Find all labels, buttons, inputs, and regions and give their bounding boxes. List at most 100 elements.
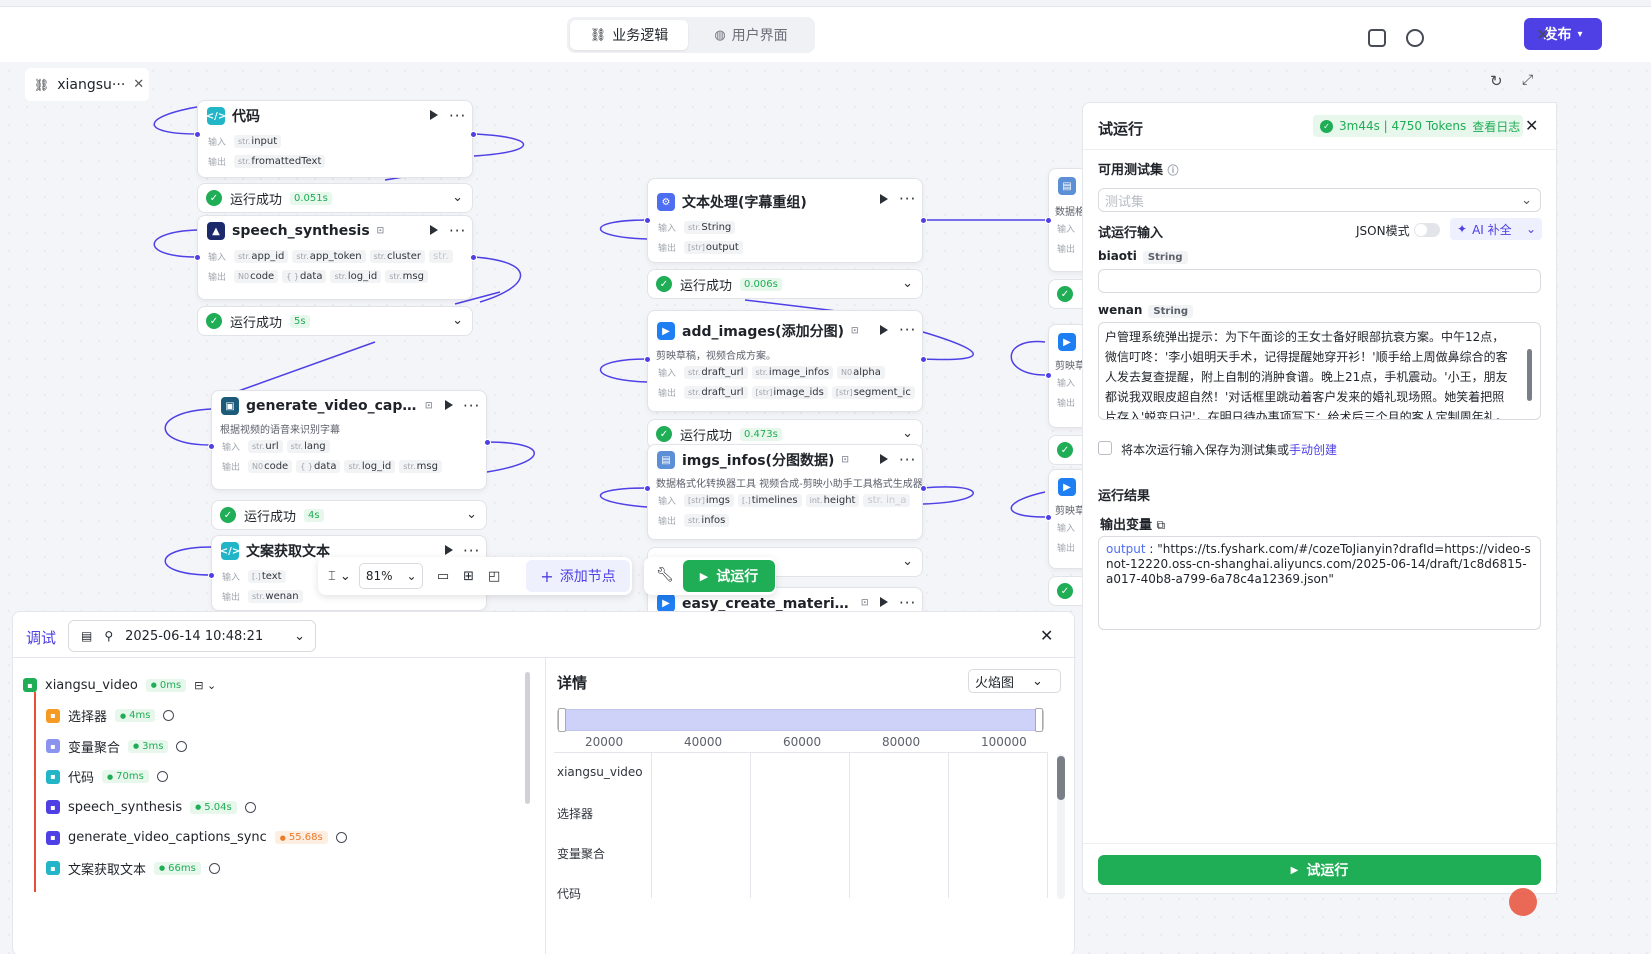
chevron-down-icon[interactable]: ⌄	[902, 426, 913, 441]
node-port[interactable]	[470, 254, 477, 261]
locate-icon[interactable]	[244, 801, 256, 813]
panel-test-run-button[interactable]: ▶试运行	[1098, 855, 1541, 885]
minimap-icon[interactable]: ◰	[488, 568, 501, 584]
node-port[interactable]	[470, 131, 477, 138]
more-icon[interactable]: ···	[899, 321, 917, 339]
node-generate-video-captions[interactable]: ▣generate_video_captions_s···⊡ ··· 根据视频的…	[211, 390, 487, 490]
node-port[interactable]	[644, 217, 651, 224]
node-port[interactable]	[920, 485, 927, 492]
chevron-down-icon[interactable]: ⌄	[902, 554, 913, 569]
node-port[interactable]	[194, 131, 201, 138]
play-icon[interactable]	[880, 454, 888, 464]
close-icon[interactable]: ✕	[1040, 626, 1054, 645]
tab-user-interface[interactable]: ◍ 用户界面	[692, 20, 810, 50]
range-handle-right[interactable]	[1035, 708, 1043, 732]
publish-button[interactable]: 发布 ▾	[1524, 18, 1602, 50]
run-status-partial[interactable]: ✓	[1048, 435, 1088, 465]
locate-icon[interactable]	[208, 862, 220, 874]
play-icon[interactable]	[880, 325, 888, 335]
close-icon[interactable]: ✕	[1525, 116, 1539, 135]
chevron-down-icon[interactable]: ⌄	[466, 507, 477, 522]
view-log-link[interactable]: 查看日志	[1472, 119, 1521, 134]
archive-icon[interactable]	[1368, 29, 1386, 47]
filter-icon[interactable]: ⚲	[104, 629, 114, 643]
more-icon[interactable]: ···	[449, 222, 467, 240]
wrench-icon[interactable]: 🔧︎	[656, 567, 674, 583]
trace-tree-row[interactable]: ▪speech_synthesis●5.04s	[46, 795, 256, 819]
biaoti-input[interactable]	[1098, 269, 1541, 293]
layout-icon[interactable]: ⊞	[463, 568, 475, 584]
more-icon[interactable]: ···	[463, 397, 481, 415]
run-status-partial[interactable]: ✓	[1048, 279, 1088, 309]
zoom-select[interactable]: 81%⌄	[358, 563, 423, 589]
play-icon[interactable]	[445, 545, 453, 555]
scrollbar-thumb[interactable]	[1527, 349, 1532, 401]
calendar-icon[interactable]: ▤	[81, 629, 93, 643]
chevron-down-icon[interactable]: ⌄	[452, 190, 463, 205]
play-icon[interactable]	[430, 225, 438, 235]
node-port[interactable]	[194, 254, 201, 261]
node-port[interactable]	[644, 356, 651, 363]
trace-tree-row[interactable]: ▪generate_video_captions_sync●55.68s	[46, 826, 347, 850]
mouse-icon[interactable]: ⌶ ⌄	[328, 568, 351, 584]
trace-tree-row[interactable]: ▪文案获取文本●66ms	[46, 856, 220, 880]
locate-icon[interactable]	[163, 710, 175, 721]
play-icon[interactable]	[880, 194, 888, 204]
trace-tree-row[interactable]: ▪xiangsu_video●0ms⊟ ⌄	[23, 673, 216, 697]
workflow-canvas[interactable]: ⛓ xiangsu··· ✕ ↻ ⤢ </	[0, 62, 1651, 954]
node-speech-synthesis[interactable]: ▲speech_synthesis⊡ ··· 输入 str.app_id str…	[197, 215, 473, 300]
node-port[interactable]	[1045, 514, 1052, 521]
history-icon[interactable]	[1406, 29, 1424, 47]
locate-icon[interactable]	[335, 832, 347, 843]
node-port[interactable]	[208, 443, 215, 450]
node-imgs-infos[interactable]: ▤imgs_infos(分图数据)⊡ ··· 数据格式化转换器工具 视频合成-剪…	[647, 444, 923, 540]
play-icon[interactable]	[445, 400, 453, 410]
test-run-button[interactable]: ▶试运行	[683, 560, 775, 592]
node-partial-right-2[interactable]: ▶ 剪映草 输入 输出	[1048, 324, 1088, 428]
more-icon[interactable]: ···	[899, 594, 917, 612]
expand-icon[interactable]: ⊟ ⌄	[194, 678, 217, 692]
timeline-range-slider[interactable]	[557, 709, 1044, 731]
node-port[interactable]	[208, 572, 215, 579]
chevron-down-icon[interactable]: ⌄	[1525, 222, 1536, 236]
range-handle-left[interactable]	[558, 708, 566, 732]
node-port[interactable]	[1045, 372, 1052, 379]
close-icon[interactable]: ✕	[1536, 25, 1550, 44]
locate-icon[interactable]	[156, 771, 168, 782]
more-icon[interactable]: ···	[463, 542, 481, 560]
close-icon[interactable]: ✕	[133, 77, 145, 92]
file-tab[interactable]: ⛓ xiangsu··· ✕	[25, 68, 149, 101]
trace-tree-row[interactable]: ▪选择器●4ms	[46, 704, 175, 728]
add-node-button[interactable]: +添加节点	[526, 560, 630, 592]
chevron-down-icon[interactable]: ⌄	[452, 313, 463, 328]
assistant-avatar[interactable]	[1509, 888, 1537, 916]
locate-icon[interactable]	[176, 740, 188, 752]
play-icon[interactable]	[880, 597, 888, 607]
scrollbar[interactable]	[525, 672, 530, 804]
node-port[interactable]	[1045, 217, 1052, 224]
fullscreen-icon[interactable]: ⤢	[1522, 72, 1534, 88]
manual-create-link[interactable]: 手动创建	[1289, 443, 1338, 457]
more-icon[interactable]: ···	[449, 107, 467, 125]
node-port[interactable]	[920, 217, 927, 224]
view-select[interactable]: 火焰图⌄	[968, 669, 1061, 693]
trace-tree-row[interactable]: ▪代码●70ms	[46, 765, 168, 789]
testset-select[interactable]: 测试集⌄	[1098, 188, 1541, 212]
tab-business-logic[interactable]: ⛓ 业务逻辑	[570, 20, 688, 50]
play-icon[interactable]	[430, 110, 438, 120]
wenan-textarea[interactable]: 户管理系统弹出提示：为下午面诊的王女士备好眼部抗衰方案。中午12点，微信叮咚：'…	[1098, 322, 1541, 420]
more-icon[interactable]: ···	[899, 451, 917, 469]
node-add-images[interactable]: ▶add_images(添加分图)⊡ ··· 剪映草稿，视频合成方案。 输入 s…	[647, 310, 923, 412]
node-port[interactable]	[920, 356, 927, 363]
run-history-select[interactable]: ▤ ⚲ 2025-06-14 10:48:21 ⌄	[68, 620, 316, 652]
copy-icon[interactable]: ⧉	[1156, 518, 1166, 532]
refresh-icon[interactable]: ↻	[1490, 72, 1503, 90]
more-icon[interactable]: ···	[899, 190, 917, 208]
node-port[interactable]	[644, 485, 651, 492]
